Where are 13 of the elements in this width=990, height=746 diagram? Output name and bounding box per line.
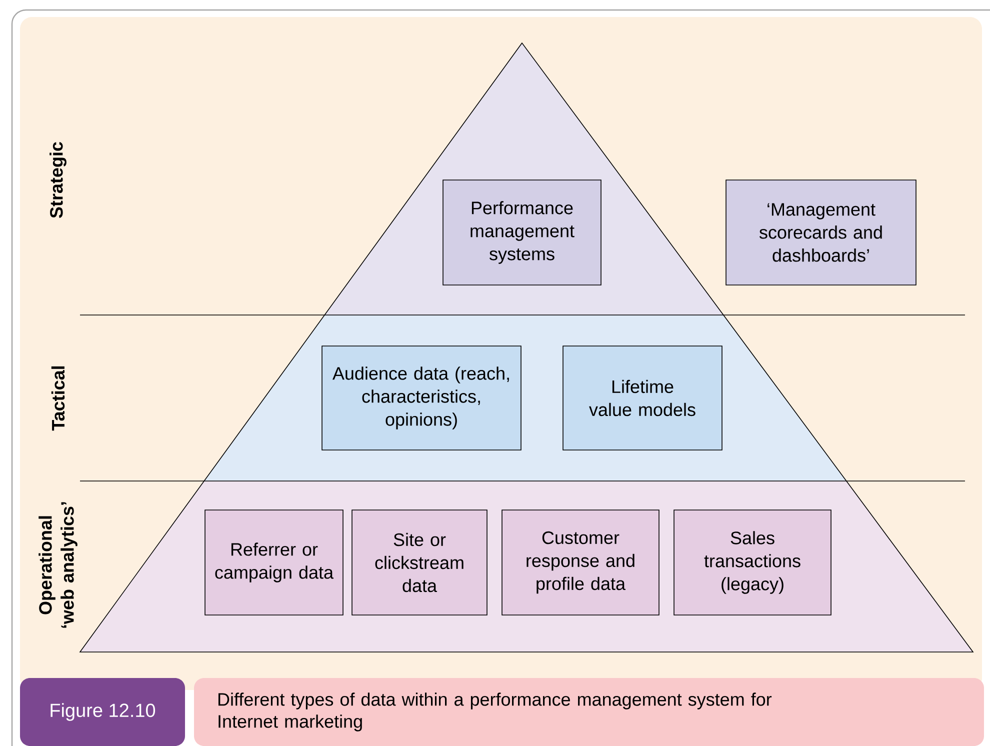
data-box: ‘Management scorecards and dashboards’	[726, 180, 916, 286]
data-box: Lifetime value models	[562, 346, 722, 450]
data-box: Sales transactions (legacy)	[674, 510, 832, 616]
data-box: Referrer or campaign data	[204, 510, 344, 616]
data-box: Performance management systems	[442, 180, 602, 286]
data-box: Site or clickstream data	[352, 510, 488, 616]
data-box: Customer response and profile data	[502, 510, 660, 616]
level-label: Strategic	[50, 142, 66, 218]
level-label: Tactical	[51, 366, 65, 431]
figure-tab: Figure 12.10	[20, 678, 185, 746]
level-label: Operational ‘web analytics’	[38, 502, 78, 628]
caption-box: Different types of data within a performance management system for Internet marketing	[194, 678, 984, 746]
data-box: Audience data (reach, characteristics, opinions)	[322, 346, 522, 450]
